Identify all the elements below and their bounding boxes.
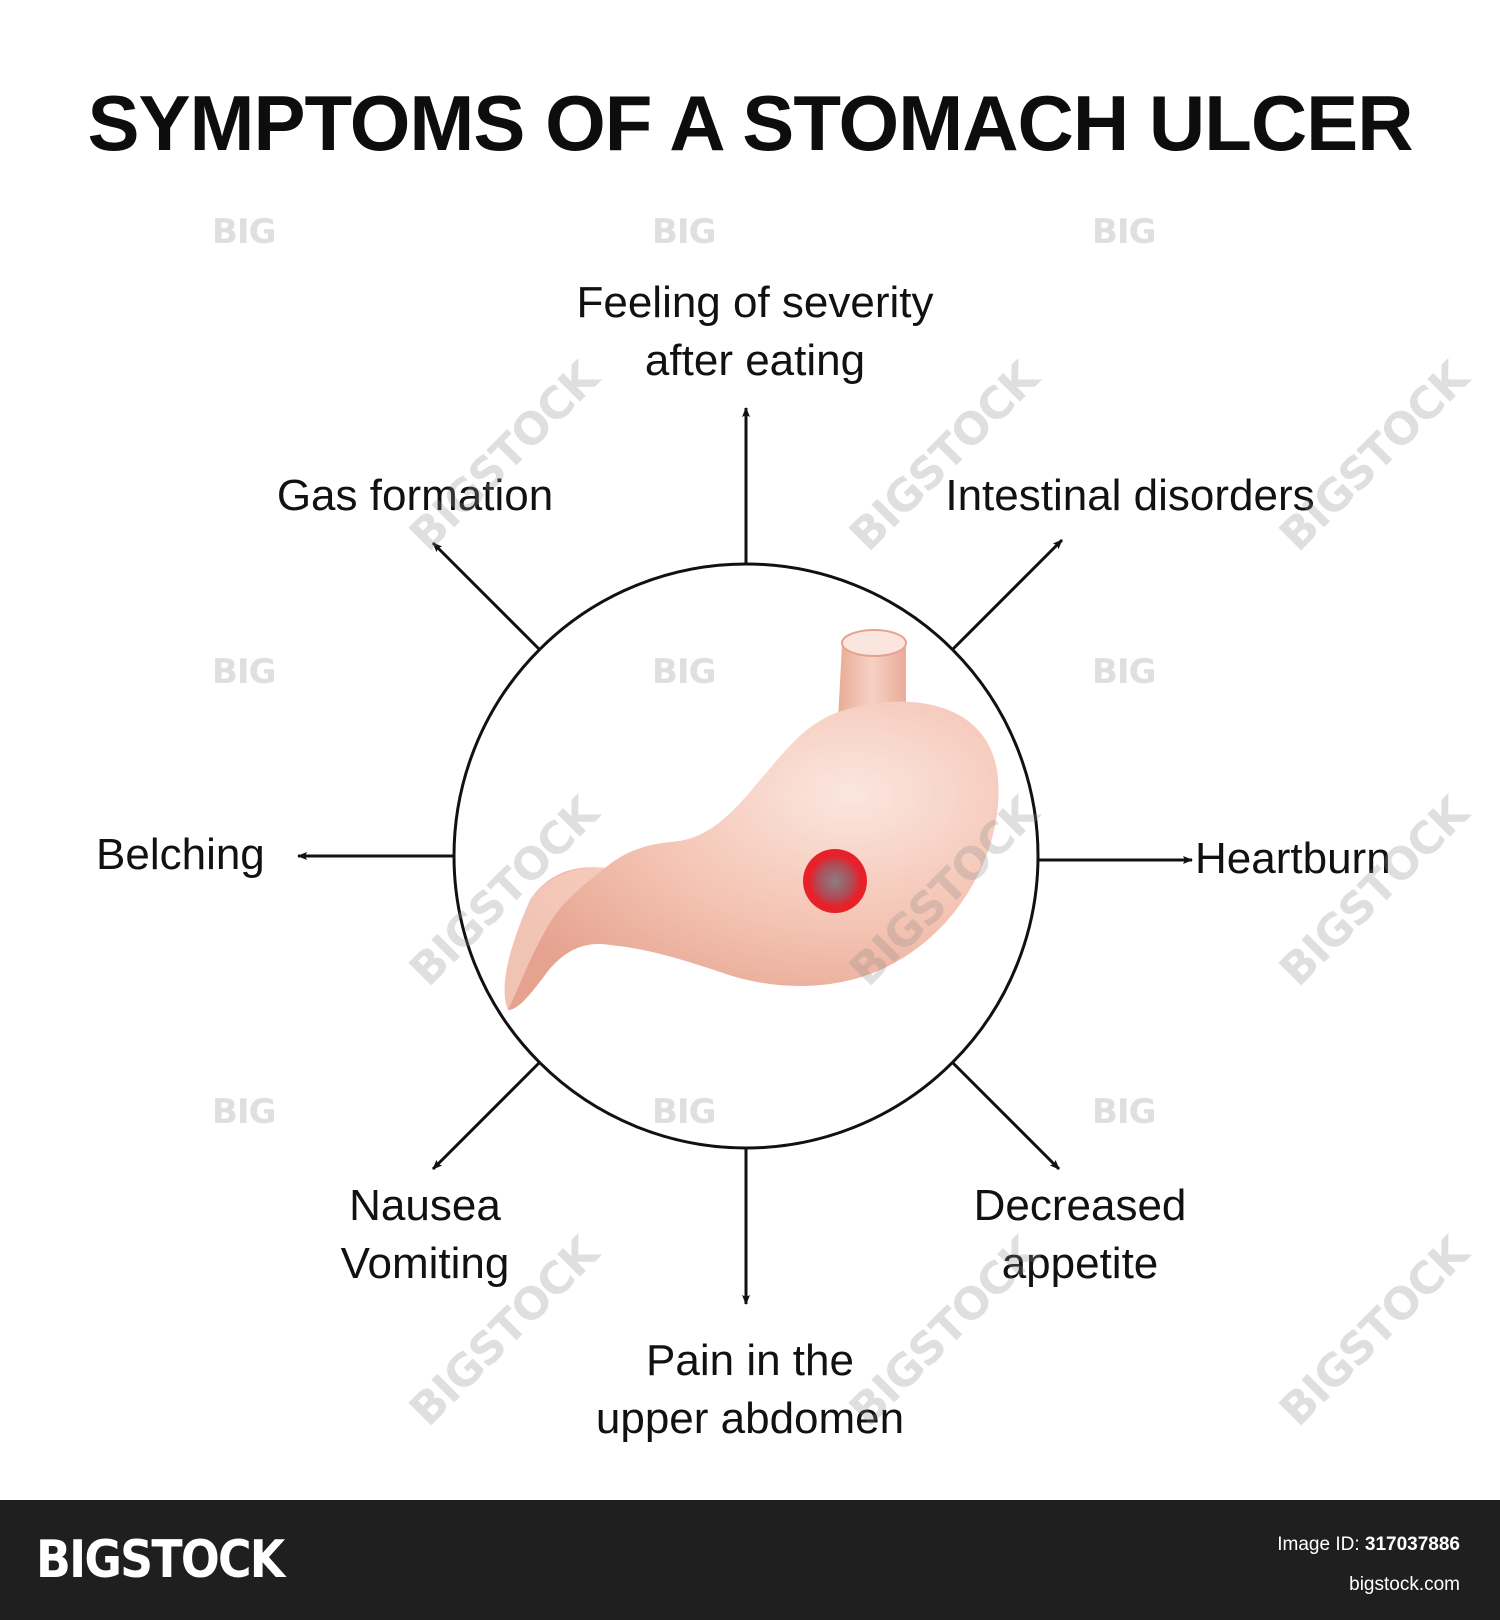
label-top-line2: after eating	[644, 336, 866, 385]
stomach-body	[504, 701, 999, 1010]
label-bottom-left: Nausea Vomiting	[300, 1177, 550, 1293]
image-id-label: Image ID:	[1277, 1534, 1360, 1555]
label-bottom-line2: upper abdomen	[595, 1394, 905, 1443]
arrow-top-left	[431, 541, 541, 651]
label-bottom-right-line1: Decreased	[973, 1181, 1187, 1230]
image-id: Image ID: 317037886	[1277, 1534, 1460, 1556]
arrow-bottom-left	[431, 1061, 541, 1171]
duodenum-shade	[504, 867, 605, 1010]
label-bottom-left-line1: Nausea	[349, 1181, 501, 1230]
label-left: Belching	[96, 830, 265, 879]
brand-logo: BIGSTOCK	[36, 1530, 285, 1590]
stomach-illustration	[504, 629, 999, 1010]
image-id-value: 317037886	[1364, 1534, 1460, 1555]
ulcer-spot	[803, 849, 867, 913]
label-bottom-right: Decreased appetite	[940, 1177, 1220, 1293]
page-title: SYMPTOMS OF A STOMACH ULCER	[87, 79, 1413, 167]
footer-bar: BIGSTOCK Image ID: 317037886 bigstock.co…	[0, 1500, 1500, 1620]
label-top-left: Gas formation	[276, 471, 554, 520]
site-url: bigstock.com	[1349, 1574, 1460, 1595]
arrow-top-right	[951, 538, 1064, 651]
label-right: Heartburn	[1195, 834, 1391, 883]
ulcer-diagram	[297, 407, 1193, 1305]
arrow-bottom-right	[951, 1061, 1061, 1171]
label-top-line1: Feeling of severity	[576, 278, 934, 327]
label-bottom: Pain in the upper abdomen	[520, 1332, 980, 1448]
label-bottom-right-line2: appetite	[1001, 1239, 1159, 1288]
label-top-right: Intestinal disorders	[945, 471, 1315, 520]
label-top: Feeling of severity after eating	[505, 274, 1005, 390]
label-bottom-line1: Pain in the	[646, 1336, 854, 1385]
label-bottom-left-line2: Vomiting	[340, 1239, 510, 1288]
esophagus-opening	[841, 629, 907, 657]
